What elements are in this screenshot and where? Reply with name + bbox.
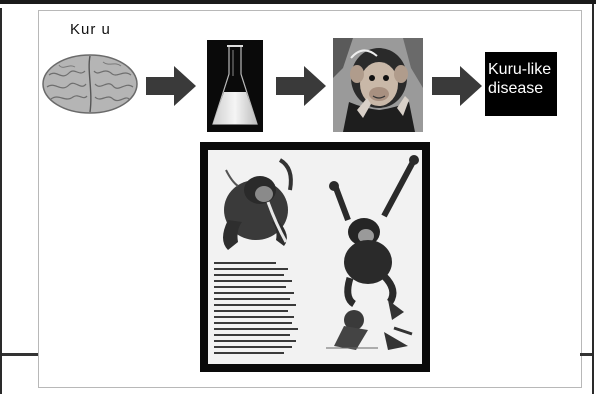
chimpanzee-photo (333, 38, 423, 132)
left-border (0, 8, 2, 394)
kuru-like-disease-box: Kuru-like disease (485, 52, 557, 116)
caption-line (214, 340, 296, 342)
right-border (592, 4, 594, 394)
left-rule (2, 353, 38, 356)
caption-line (214, 274, 284, 276)
caption-line (214, 262, 276, 264)
caption-line (214, 280, 292, 282)
caption-line (214, 328, 298, 330)
flask-icon (207, 40, 263, 132)
caption-line (214, 334, 290, 336)
illustration-page (208, 150, 422, 364)
arrow-right-icon (432, 66, 482, 106)
illustration-plate (200, 142, 430, 372)
disease-label-line1: Kuru-like (488, 60, 557, 79)
arrow-right-icon (276, 66, 326, 106)
caption-line (214, 310, 288, 312)
caption-line (214, 352, 284, 354)
flask-photo (207, 40, 263, 132)
kuru-label: Kur u (70, 21, 111, 38)
chimpanzee-photo (333, 38, 423, 132)
arrow-right-icon (146, 66, 196, 106)
chimpanzee-illustration (208, 150, 422, 364)
brain-icon (41, 51, 139, 115)
caption-line (214, 304, 296, 306)
right-rule (580, 353, 592, 356)
caption-line (214, 298, 290, 300)
caption-line (214, 292, 294, 294)
top-border (0, 0, 596, 4)
caption-line (214, 322, 292, 324)
caption-line (214, 268, 288, 270)
disease-label-line2: disease (488, 79, 557, 98)
caption-line (214, 346, 292, 348)
caption-line (214, 286, 286, 288)
caption-line (214, 316, 294, 318)
